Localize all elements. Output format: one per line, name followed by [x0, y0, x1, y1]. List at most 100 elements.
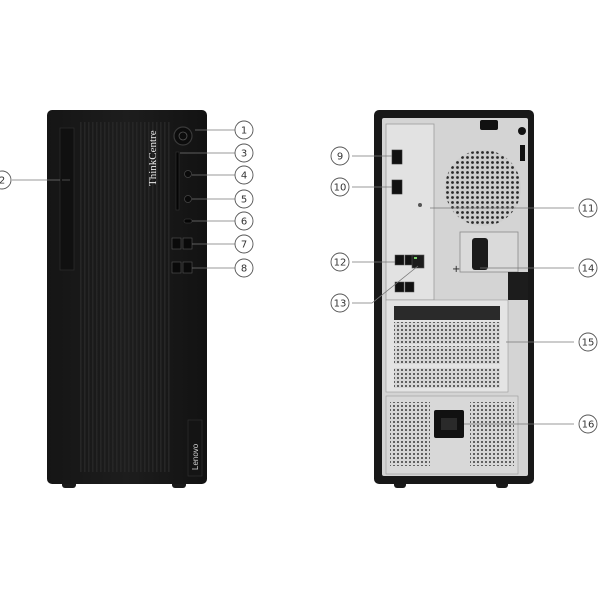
- cable-lock-slot: [520, 145, 525, 161]
- power-inlet-pins: [441, 418, 457, 430]
- padlock-loop: [480, 120, 498, 130]
- callout-number: 1: [241, 126, 247, 137]
- card-reader-slot: [175, 151, 180, 211]
- grille-rib: [80, 122, 82, 472]
- brand-wordmark: ThinkCentre: [147, 130, 159, 186]
- callout-15: 15: [578, 332, 598, 352]
- grille-rib: [168, 122, 170, 472]
- callout-circle: [578, 332, 598, 352]
- thumbscrew-top: [518, 127, 526, 135]
- callout-number: 8: [241, 264, 247, 275]
- power-button: [173, 126, 193, 146]
- grille-rib: [112, 122, 114, 472]
- grille-rib: [116, 122, 118, 472]
- audio-jack-headset: [184, 170, 192, 178]
- logo-frame: [187, 419, 203, 477]
- callout-number: 13: [334, 299, 347, 310]
- callout-number: 14: [582, 264, 595, 275]
- callout-9: 9: [330, 146, 350, 166]
- callout-circle: [234, 189, 254, 209]
- grille-rib: [132, 122, 134, 472]
- grille-rib: [140, 122, 142, 472]
- callout-circle: [330, 293, 350, 313]
- grille-rib: [120, 122, 122, 472]
- pci-slot-1-cover: [394, 322, 500, 344]
- callout-number: 9: [337, 152, 343, 163]
- expansion-bracket: [459, 231, 519, 273]
- grille-rib: [88, 122, 90, 472]
- shield-screw: [418, 203, 422, 207]
- grille-rib: [164, 122, 166, 472]
- callout-circle: [578, 258, 598, 278]
- callout-number: 7: [241, 240, 247, 251]
- front-tower: ThinkCentre Lenovo: [47, 110, 207, 488]
- callout-circle: [578, 198, 598, 218]
- pci-slots: [385, 299, 509, 393]
- callout-number: 4: [241, 171, 247, 182]
- pci-slot-1: [394, 306, 500, 320]
- grille-rib: [152, 122, 154, 472]
- fan-grille: [445, 150, 521, 226]
- audio-jack-mic: [184, 195, 192, 203]
- bracket-screw-icon: +: [452, 264, 460, 275]
- lenovo-logo: Lenovo: [191, 443, 200, 470]
- grille-rib: [108, 122, 110, 472]
- callout-circle: [234, 234, 254, 254]
- callout-circle: [330, 252, 350, 272]
- pci-slot-2: [394, 346, 500, 364]
- callout-11: 11: [578, 198, 598, 218]
- grille-rib: [144, 122, 146, 472]
- grille-rib: [104, 122, 106, 472]
- usb-c-port: [183, 218, 193, 224]
- callout-3: 3: [234, 143, 254, 163]
- usb-a-port-lower-right: [182, 261, 193, 274]
- grille-rib: [148, 122, 150, 472]
- grille-rib: [160, 122, 162, 472]
- usb-a-port-lower-left: [171, 261, 182, 274]
- rear-usb-4: [404, 281, 415, 293]
- grille-rib: [156, 122, 158, 472]
- front-chassis: [47, 110, 207, 484]
- callout-14: 14: [578, 258, 598, 278]
- grille-rib: [128, 122, 130, 472]
- callout-circle: [234, 211, 254, 231]
- grille-rib: [100, 122, 102, 472]
- grille-rib: [136, 122, 138, 472]
- callout-number: 2: [0, 176, 5, 187]
- pci-slot-3: [394, 368, 500, 388]
- callout-4: 4: [234, 165, 254, 185]
- callout-10: 10: [330, 177, 350, 197]
- callout-number: 15: [582, 338, 595, 349]
- callout-7: 7: [234, 234, 254, 254]
- callout-circle: [330, 177, 350, 197]
- callout-6: 6: [234, 211, 254, 231]
- optical-drive-bay: [59, 127, 75, 271]
- callout-2: 2: [0, 170, 12, 190]
- grille-rib: [124, 122, 126, 472]
- callout-number: 12: [334, 258, 347, 269]
- front-grille-ribs: [80, 122, 170, 472]
- callout-circle: [234, 258, 254, 278]
- power-supply: [385, 395, 519, 475]
- callout-number: 3: [241, 149, 247, 160]
- usb-a-port-upper-right: [182, 237, 193, 250]
- callout-circle: [234, 143, 254, 163]
- grille-rib: [92, 122, 94, 472]
- rear-usb-1: [394, 254, 405, 266]
- callout-number: 5: [241, 195, 247, 206]
- callout-number: 16: [582, 420, 595, 431]
- callout-13: 13: [330, 293, 350, 313]
- callout-leader-lines: [12, 129, 574, 425]
- power-icon: [178, 131, 188, 141]
- callout-number: 11: [582, 204, 595, 215]
- psu-vent-right: [470, 402, 514, 466]
- callout-1: 1: [234, 120, 254, 140]
- callout-circle: [234, 165, 254, 185]
- callout-16: 16: [578, 414, 598, 434]
- grille-rib: [96, 122, 98, 472]
- callout-5: 5: [234, 189, 254, 209]
- vga-connector: [472, 238, 488, 270]
- psu-vent-left: [390, 402, 430, 466]
